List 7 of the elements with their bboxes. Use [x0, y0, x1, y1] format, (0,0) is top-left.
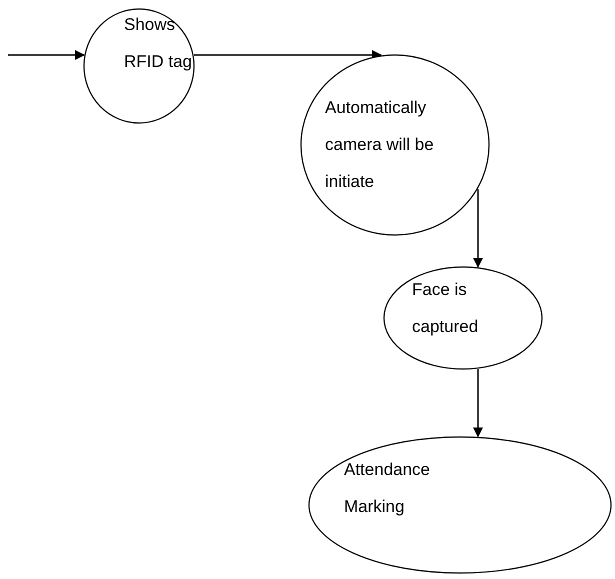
arrow: [8, 50, 86, 60]
node-text: Attendance Marking: [344, 459, 432, 518]
arrow: [473, 369, 483, 438]
node-text: Automatically camera will be initiate: [325, 97, 435, 193]
arrow: [473, 189, 483, 268]
node-text: Face is captured: [412, 279, 480, 338]
node-text: Shows RFID tag: [124, 14, 194, 73]
